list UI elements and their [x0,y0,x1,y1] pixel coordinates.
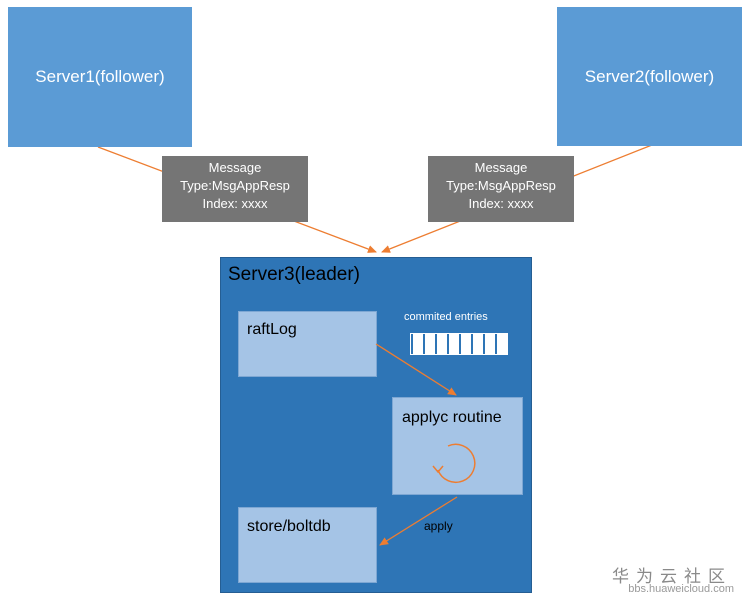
message-index: Index: xxxx [202,196,268,211]
committed-entry-cell [449,334,459,354]
message-title: Message [208,160,262,175]
committed-entry-cell [461,334,471,354]
message-type: Type:MsgAppResp [180,178,290,193]
committed-entry-cell [413,334,423,354]
committed-entry-cell [425,334,435,354]
message-title: Message [474,160,528,175]
store-boltdb-label: store/boltdb [247,518,331,535]
message-box-left: Message Type:MsgAppResp Index: xxxx [162,156,308,222]
message-box-right: Message Type:MsgAppResp Index: xxxx [428,156,574,222]
server1-label: Server1(follower) [35,67,165,86]
committed-entry-cell [437,334,447,354]
server2-label: Server2(follower) [584,66,715,86]
committed-entry-cell [497,334,507,354]
committed-entry-cell [473,334,483,354]
server2-follower-box: Server2(follower) [557,7,742,146]
applyc-routine-label: applyc routine [402,409,502,426]
raftlog-box: raftLog [238,311,377,377]
server1-follower-box: Server1(follower) [8,7,192,147]
watermark-logo-text: 华为云社区 [612,567,732,586]
committed-entries-label: commited entries [404,311,488,323]
leader-title: Server3(leader) [228,264,360,285]
committed-entries-strip [410,333,508,355]
apply-label: apply [424,519,453,533]
message-type: Type:MsgAppResp [446,178,556,193]
committed-entry-cell [485,334,495,354]
raftlog-label: raftLog [247,321,297,338]
message-index: Index: xxxx [468,196,534,211]
watermark-url: bbs.huaweicloud.com [628,583,734,595]
store-boltdb-box: store/boltdb [238,507,377,583]
applyc-routine-box: applyc routine [392,397,523,495]
